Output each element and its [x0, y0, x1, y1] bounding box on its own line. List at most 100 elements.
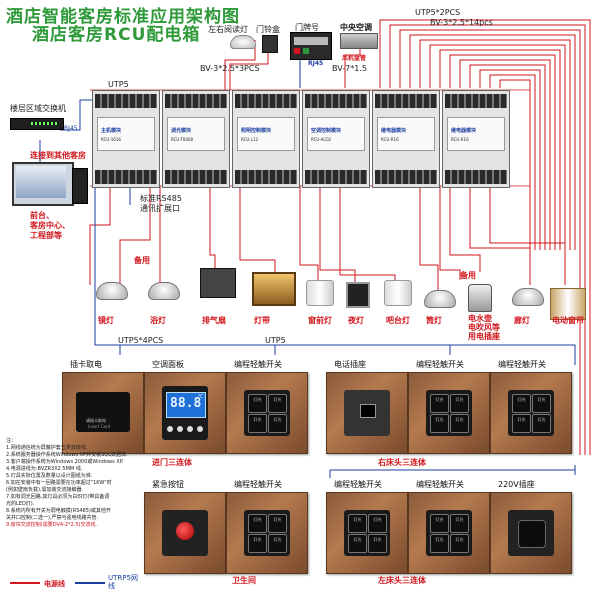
panel-emergency[interactable] — [144, 492, 226, 574]
touch-key-label: 灯光 — [253, 537, 262, 542]
panel-switch[interactable]: 灯光灯光灯光灯光 — [226, 492, 308, 574]
touch-key-button[interactable]: 灯光 — [368, 514, 387, 533]
rj45-left-label: RJ45 — [64, 125, 78, 132]
touch-key-label: 灯光 — [373, 537, 382, 542]
touch-key-button[interactable]: 灯光 — [248, 514, 267, 533]
touch-key-button[interactable]: 灯光 — [430, 394, 449, 413]
touch-key-button[interactable]: 灯光 — [268, 514, 287, 533]
cable-a-label: BV-3*2.5*3PCS — [200, 64, 260, 73]
net-panels-top — [94, 186, 576, 365]
panel-title: 编程轻触开关 — [234, 480, 282, 489]
module-name: 继电器模块 — [381, 128, 407, 134]
module-name: 继电器模块 — [451, 128, 477, 134]
ac-power-button[interactable] — [167, 426, 173, 432]
touch-key-button[interactable]: 灯光 — [248, 534, 267, 553]
panel-title: 编程轻触开关 — [498, 360, 546, 369]
touch-key-label: 灯光 — [353, 517, 362, 522]
rs485-label-1: 标准RS485 — [140, 194, 182, 203]
wire-doorbell — [229, 52, 269, 90]
power-socket-icon[interactable] — [518, 520, 546, 548]
note-line: (例如壁扇负载),需加装交流接触器. — [6, 487, 84, 493]
touch-key-button[interactable]: 灯光 — [512, 394, 531, 413]
touch-key-button[interactable]: 灯光 — [450, 514, 469, 533]
ac-up-button[interactable] — [197, 426, 203, 432]
touch-key-button[interactable]: 灯光 — [268, 534, 287, 553]
touch-key-button[interactable]: 灯光 — [430, 514, 449, 533]
panel-switch[interactable]: 灯光灯光灯光灯光 — [226, 372, 308, 454]
doorbell-label: 门铃盒 — [256, 25, 280, 34]
computer-label-3: 工程部等 — [30, 231, 62, 240]
touch-key-button[interactable]: 灯光 — [450, 394, 469, 413]
reading-lamp-icon — [230, 35, 256, 49]
touch-key-label: 灯光 — [273, 537, 282, 542]
touch-key-label: 灯光 — [373, 517, 382, 522]
panel-phone[interactable] — [326, 372, 408, 454]
device-night-icon — [346, 282, 370, 308]
note-line: 光的LED灯). — [6, 501, 35, 507]
touch-key-button[interactable]: 灯光 — [248, 394, 267, 413]
ac-down-button[interactable] — [187, 426, 193, 432]
touch-key-button[interactable]: 灯光 — [450, 414, 469, 433]
device-down-icon — [424, 290, 456, 308]
module-model: RCU-L12 — [241, 137, 259, 142]
touch-key-button[interactable]: 灯光 — [430, 414, 449, 433]
touch-key-button[interactable]: 灯光 — [348, 514, 367, 533]
panel-title: 空调面板 — [152, 360, 184, 369]
group-bed-left-label: 左床头三连体 — [378, 576, 426, 585]
touch-key-button[interactable]: 灯光 — [268, 414, 287, 433]
card-slot-subtext: Insert Card — [88, 424, 111, 429]
computer-monitor-icon — [12, 162, 74, 206]
note-line: 1.网线通信统为屏蔽护套五类双绞线. — [6, 445, 88, 451]
phone-jack-icon[interactable] — [360, 404, 376, 418]
device-cyl-icon — [384, 280, 412, 306]
touch-key-button[interactable]: 灯光 — [512, 414, 531, 433]
emergency-button-icon[interactable] — [176, 522, 194, 540]
group-bed-right-label: 右床头三连体 — [378, 458, 426, 467]
touch-key-button[interactable]: 灯光 — [368, 534, 387, 553]
page-subtitle: 酒店客房RCU配电箱 — [32, 25, 201, 45]
wire-bus-6 — [429, 44, 566, 250]
device-down-icon — [96, 282, 128, 300]
panel-switch[interactable]: 灯光灯光灯光灯光 — [326, 492, 408, 574]
touch-key-button[interactable]: 灯光 — [248, 414, 267, 433]
panel-switch[interactable]: 灯光灯光灯光灯光 — [408, 492, 490, 574]
wire-bus-3 — [399, 29, 581, 455]
device-label: 窗前灯 — [308, 316, 332, 325]
fan-coil-icon — [340, 33, 378, 49]
touch-key-label: 灯光 — [537, 397, 546, 402]
panel-socket[interactable] — [490, 492, 572, 574]
touch-key-button[interactable]: 灯光 — [348, 534, 367, 553]
floor-switch-icon — [10, 118, 64, 130]
device-label: 电水壶 电吹风等 用电插座 — [468, 314, 500, 341]
connect-other-label: 连接到其他客房 — [30, 151, 86, 160]
panel-switch[interactable]: 灯光灯光灯光灯光 — [490, 372, 572, 454]
touch-key-label: 灯光 — [273, 417, 282, 422]
panel-ac[interactable]: 88.8℃ — [144, 372, 226, 454]
wire-bus-8 — [449, 54, 556, 250]
computer-label-2: 客房中心、 — [30, 221, 70, 230]
touch-key-label: 灯光 — [455, 537, 464, 542]
touch-key-button[interactable]: 灯光 — [532, 414, 551, 433]
panel-title: 编程轻触开关 — [334, 480, 382, 489]
ac-mode-button[interactable] — [177, 426, 183, 432]
touch-key-button[interactable]: 灯光 — [268, 394, 287, 413]
module-model: RCU-1616 — [101, 137, 121, 142]
door-plate-icon — [290, 32, 332, 60]
device-label: 浴灯 — [150, 316, 166, 325]
note-line: 9.窗帘交流控制(需要DV4-2*2.5)交流线. — [6, 522, 98, 528]
module-name: 照明控制模块 — [241, 128, 272, 134]
touch-key-button[interactable]: 灯光 — [450, 534, 469, 553]
device-curtain-icon — [550, 288, 586, 320]
panel-switch[interactable]: 灯光灯光灯光灯光 — [408, 372, 490, 454]
panel-title: 电话插座 — [334, 360, 366, 369]
reading-lamp-label: 左右阅读灯 — [208, 25, 248, 34]
backup-label-b: 备用 — [460, 271, 476, 280]
legend-power-label: 电源线 — [44, 580, 65, 588]
touch-key-button[interactable]: 灯光 — [430, 534, 449, 553]
touch-key-button[interactable]: 灯光 — [532, 394, 551, 413]
